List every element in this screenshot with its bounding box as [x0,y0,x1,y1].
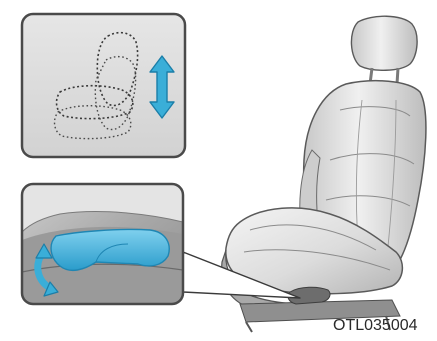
figure-code-label: OTL035004 [333,317,418,335]
headrest [351,16,417,70]
height-range-inset [22,14,185,157]
lever-closeup-inset [22,184,183,304]
